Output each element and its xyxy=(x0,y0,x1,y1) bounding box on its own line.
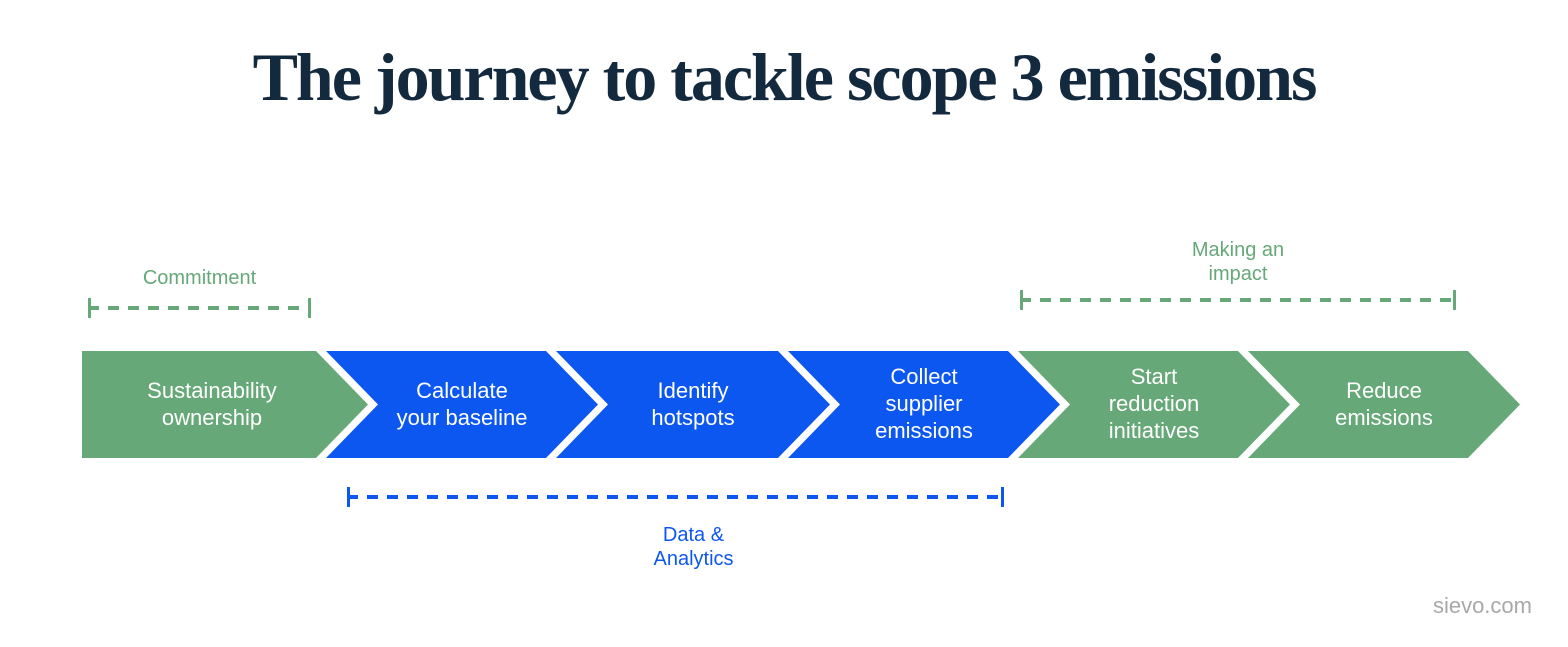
process-flow: Sustainability ownership Calculate your … xyxy=(0,351,1568,458)
step-label: Identify hotspots xyxy=(651,377,735,430)
bracket-data-analytics-dashed-line xyxy=(347,487,1004,507)
step-label: Start reduction initiatives xyxy=(1108,364,1200,443)
bracket-making-an-impact: Making an impact xyxy=(1020,238,1456,310)
step-label: Collect supplier emissions xyxy=(875,364,973,443)
footer-url: sievo.com xyxy=(1432,593,1532,618)
bracket-commitment-dashed-line xyxy=(88,298,311,318)
step-label: Sustainability ownership xyxy=(147,377,277,430)
bracket-commitment: Commitment xyxy=(88,266,311,318)
step-sustainability-ownership: Sustainability ownership xyxy=(82,351,368,458)
bracket-making-an-impact-label: Making an impact xyxy=(1191,239,1285,285)
bracket-data-analytics-label: Data & Analytics xyxy=(653,524,734,570)
step-label: Calculate your baseline xyxy=(396,377,528,430)
bracket-making-an-impact-dashed-line xyxy=(1020,290,1456,310)
step-label: Reduce emissions xyxy=(1335,377,1433,430)
bracket-data-analytics: Data & Analytics xyxy=(347,487,1004,571)
page-title: The journey to tackle scope 3 emissions xyxy=(252,39,1318,115)
bracket-commitment-label: Commitment xyxy=(142,267,257,289)
